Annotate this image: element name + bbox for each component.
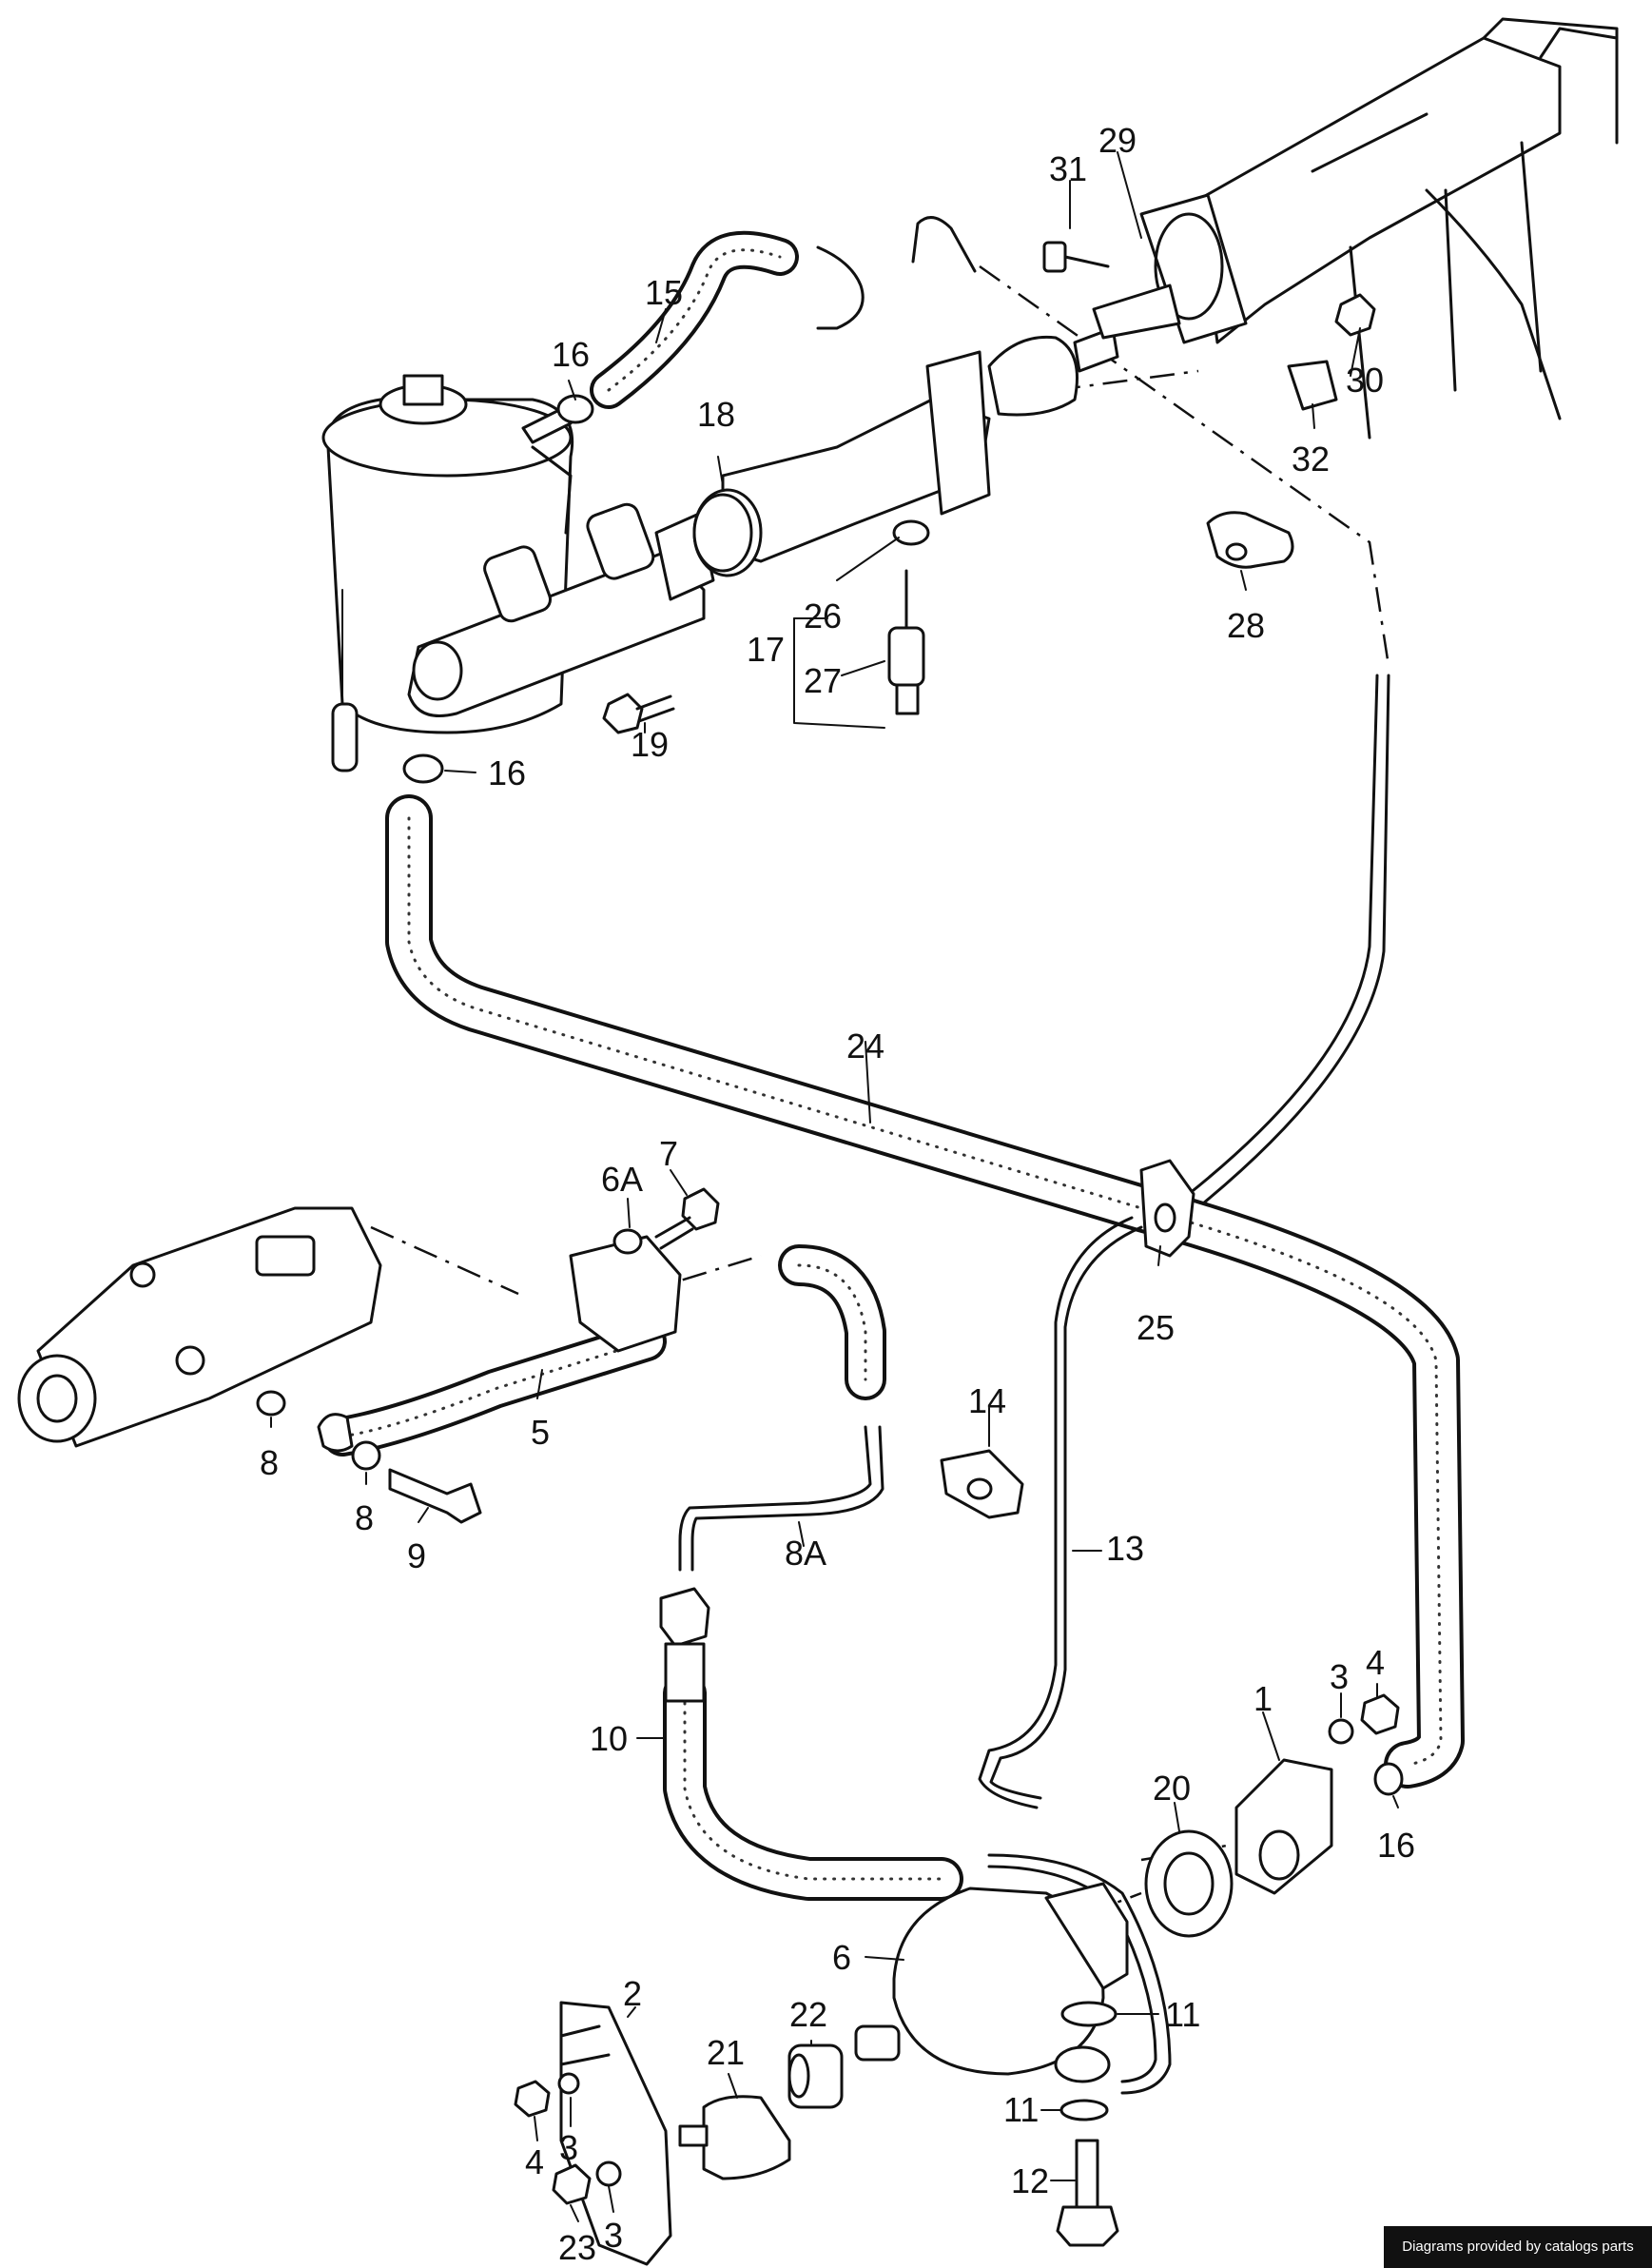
label-part-21[interactable]: 21: [707, 2033, 745, 2072]
label-part-30[interactable]: 30: [1346, 361, 1384, 400]
leader-lines: [270, 151, 1399, 2222]
hose-24: [385, 794, 1465, 1789]
nut-4-upper: [1360, 1693, 1400, 1735]
label-part-16-right[interactable]: 16: [1377, 1826, 1415, 1865]
clip-32: [1287, 360, 1338, 411]
banjo-fitting: [1054, 2045, 1111, 2083]
label-part-1[interactable]: 1: [1254, 1679, 1273, 1718]
bolt-19: [602, 693, 675, 734]
label-part-31[interactable]: 31: [1049, 149, 1087, 188]
label-part-5[interactable]: 5: [531, 1413, 550, 1452]
nut-30: [1334, 293, 1376, 337]
line-13: [978, 1216, 1143, 1809]
bracket-1: [1234, 1758, 1333, 1895]
washer-11-upper: [1060, 2001, 1118, 2027]
label-part-28[interactable]: 28: [1227, 606, 1265, 645]
label-part-17[interactable]: 17: [747, 630, 785, 669]
label-part-2[interactable]: 2: [623, 1974, 642, 2013]
label-part-24[interactable]: 24: [846, 1026, 884, 1066]
label-part-18[interactable]: 18: [697, 395, 735, 434]
label-part-7[interactable]: 7: [659, 1134, 678, 1173]
damper-21: [678, 2095, 791, 2180]
label-part-10[interactable]: 10: [590, 1719, 628, 1758]
line-top-pipe: [816, 216, 977, 330]
label-part-14[interactable]: 14: [968, 1381, 1006, 1420]
label-part-3-bottom[interactable]: 3: [604, 2216, 623, 2255]
washer-8-right: [351, 1440, 381, 1471]
bolt-7: [654, 1187, 720, 1250]
line-8a: [678, 1425, 884, 1572]
bolt-9: [388, 1468, 482, 1524]
line-11-banjo: [987, 1853, 1172, 2095]
pipe-flange-5: [317, 1235, 682, 1453]
clip-14: [940, 1449, 1024, 1519]
label-part-9[interactable]: 9: [407, 1536, 426, 1575]
valve-20: [1144, 1829, 1234, 1938]
label-part-13[interactable]: 13: [1106, 1529, 1144, 1568]
label-part-11-upper[interactable]: 11: [1165, 1995, 1200, 2034]
label-part-29[interactable]: 29: [1098, 121, 1137, 160]
label-part-27[interactable]: 27: [804, 661, 842, 700]
bushing-22: [787, 2043, 844, 2109]
clip-28: [1206, 511, 1294, 569]
clamp-25: [1139, 1159, 1195, 1258]
label-part-20[interactable]: 20: [1153, 1769, 1191, 1808]
brake-master-cylinder: [407, 502, 715, 717]
washer-3-left: [557, 2072, 580, 2095]
washer-8-left: [256, 1390, 286, 1417]
label-part-23[interactable]: 23: [558, 2228, 596, 2267]
bracket-2: [559, 2001, 672, 2266]
nut-23: [552, 2163, 592, 2205]
label-part-6[interactable]: 6: [832, 1938, 851, 1977]
label-part-8A[interactable]: 8A: [785, 1534, 826, 1573]
label-part-8-right[interactable]: 8: [355, 1498, 374, 1537]
hose-15: [590, 230, 799, 409]
washer-3-upper: [1328, 1718, 1354, 1745]
label-part-32[interactable]: 32: [1292, 440, 1330, 479]
washer-11-lower: [1059, 2099, 1109, 2121]
nut-4-left: [514, 2080, 551, 2118]
clamp-16-upper: [556, 394, 594, 424]
watermark-credit: Diagrams provided by catalogs parts: [1384, 2226, 1652, 2268]
label-part-16-upper[interactable]: 16: [552, 335, 590, 374]
label-part-16-lower[interactable]: 16: [488, 753, 526, 792]
seal-26: [892, 519, 930, 546]
label-part-3-left[interactable]: 3: [559, 2128, 578, 2167]
part-labels: 31 29 30 32 28 15 16 18 26 17 27 19 16 2…: [260, 121, 1415, 2267]
pressure-accumulator-6: [854, 1882, 1129, 2076]
sensor-27: [887, 569, 925, 715]
clamp-16-lower: [1373, 1762, 1404, 1796]
label-part-3-upper[interactable]: 3: [1330, 1657, 1349, 1696]
label-part-25[interactable]: 25: [1137, 1308, 1175, 1347]
label-part-11-lower[interactable]: 11: [1003, 2090, 1039, 2129]
banjo-bolt-12: [1056, 2139, 1119, 2247]
label-part-4-upper[interactable]: 4: [1366, 1643, 1385, 1682]
hose-10: [663, 1672, 963, 1901]
hose-8a-top: [778, 1244, 886, 1400]
label-part-19[interactable]: 19: [631, 725, 669, 764]
label-part-15[interactable]: 15: [645, 273, 683, 312]
bolt-31: [1042, 241, 1110, 273]
label-part-12[interactable]: 12: [1011, 2161, 1049, 2200]
bulkhead-structure: [1092, 17, 1619, 440]
label-part-22[interactable]: 22: [789, 1995, 827, 2034]
label-part-4-left[interactable]: 4: [525, 2142, 544, 2181]
gasket-18: [692, 493, 753, 573]
washer-3-bottom: [595, 2160, 622, 2187]
power-steering-pump: [17, 1206, 382, 1448]
washer-6a: [612, 1228, 643, 1255]
label-part-8-left[interactable]: 8: [260, 1443, 279, 1482]
fitting-10: [659, 1587, 710, 1703]
label-part-6A[interactable]: 6A: [601, 1160, 643, 1199]
label-part-26[interactable]: 26: [804, 596, 842, 635]
hose-5: [322, 1321, 667, 1457]
cap-16-lower: [402, 753, 444, 784]
line-upper-return: [1187, 674, 1390, 1205]
